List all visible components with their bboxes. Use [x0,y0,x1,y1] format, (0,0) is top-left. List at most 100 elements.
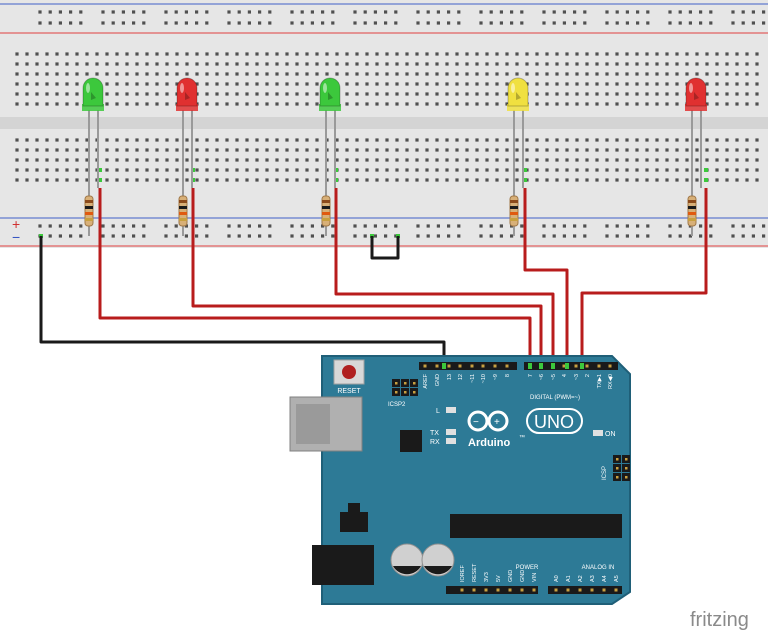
digital-pin-label: RX◀0 [608,374,614,389]
breadboard-hole [55,168,59,172]
breadboard-hole [205,224,209,228]
breadboard-hole [583,10,587,14]
breadboard-hole [552,234,556,238]
breadboard-hole [675,178,679,182]
connected-pin [528,363,532,369]
breadboard-hole [258,224,262,228]
breadboard-hole [645,92,649,96]
breadboard-hole [385,168,389,172]
breadboard-hole [215,102,219,106]
breadboard-hole [625,138,629,142]
analog-pin-label: A4 [602,575,608,582]
capacitor-1-band [393,566,421,575]
breadboard-hole [35,178,39,182]
breadboard-hole [595,148,599,152]
breadboard-hole [435,72,439,76]
digital-pin-label: 7 [528,374,534,377]
breadboard-hole [615,82,619,86]
breadboard-hole [375,158,379,162]
breadboard-hole [355,178,359,182]
breadboard-hole [75,138,79,142]
led-highlight [180,83,184,93]
breadboard-hole [69,234,73,238]
breadboard-hole [595,102,599,106]
breadboard-hole [395,92,399,96]
breadboard-hole [668,21,672,25]
breadboard-hole [625,92,629,96]
breadboard-hole [55,52,59,56]
breadboard-hole [115,102,119,106]
breadboard-hole [385,158,389,162]
breadboard-hole [79,21,83,25]
breadboard-hole [65,72,69,76]
breadboard-hole [415,178,419,182]
breadboard-hole [535,168,539,172]
power-pin-label: 3V3 [484,572,490,582]
breadboard-hole [583,21,587,25]
breadboard-hole [125,178,129,182]
breadboard-hole [447,234,451,238]
breadboard-hole [585,82,589,86]
breadboard-hole [495,92,499,96]
breadboard-hole [675,62,679,66]
breadboard-hole [751,224,755,228]
breadboard-hole [505,52,509,56]
breadboard-hole [635,72,639,76]
breadboard-hole [394,224,398,228]
breadboard-hole [345,148,349,152]
breadboard-hole [405,168,409,172]
breadboard-hole [345,168,349,172]
breadboard-hole [436,224,440,228]
breadboard-hole [255,178,259,182]
breadboard-hole [447,10,451,14]
breadboard-hole [285,138,289,142]
breadboard-hole [755,148,759,152]
breadboard-hole [265,62,269,66]
breadboard-hole [699,21,703,25]
breadboard-hole [755,158,759,162]
breadboard-hole [175,52,179,56]
breadboard-hole [435,168,439,172]
breadboard-hole [435,178,439,182]
breadboard-hole [185,72,189,76]
breadboard-hole [655,148,659,152]
led-yellow [507,77,529,107]
breadboard-hole [245,178,249,182]
breadboard-hole [55,178,59,182]
breadboard-hole [105,168,109,172]
breadboard-hole [695,168,699,172]
breadboard-hole [675,82,679,86]
breadboard-hole [535,52,539,56]
breadboard-hole [455,52,459,56]
breadboard-hole [45,138,49,142]
breadboard-hole [35,82,39,86]
breadboard-hole [499,234,503,238]
trademark: ™ [519,434,525,441]
breadboard-hole [363,224,367,228]
breadboard-hole [725,102,729,106]
breadboard-hole [485,82,489,86]
breadboard-hole [505,92,509,96]
breadboard-hole [165,178,169,182]
breadboard-hole [585,158,589,162]
breadboard-hole [555,62,559,66]
breadboard-hole [35,92,39,96]
breadboard-hole [395,178,399,182]
breadboard-hole [715,62,719,66]
on-led [593,430,603,436]
breadboard-hole [295,148,299,152]
breadboard-hole [135,92,139,96]
digital-pin [435,364,439,368]
breadboard-hole [645,82,649,86]
breadboard-hole [575,168,579,172]
breadboard-hole [725,138,729,142]
breadboard-hole [447,21,451,25]
breadboard-hole [355,62,359,66]
logo-plus-icon: + [494,417,500,428]
breadboard-hole [245,72,249,76]
plus-sign: + [12,216,20,232]
led-highlight [323,83,327,93]
breadboard-hole [205,92,209,96]
breadboard-hole [585,138,589,142]
